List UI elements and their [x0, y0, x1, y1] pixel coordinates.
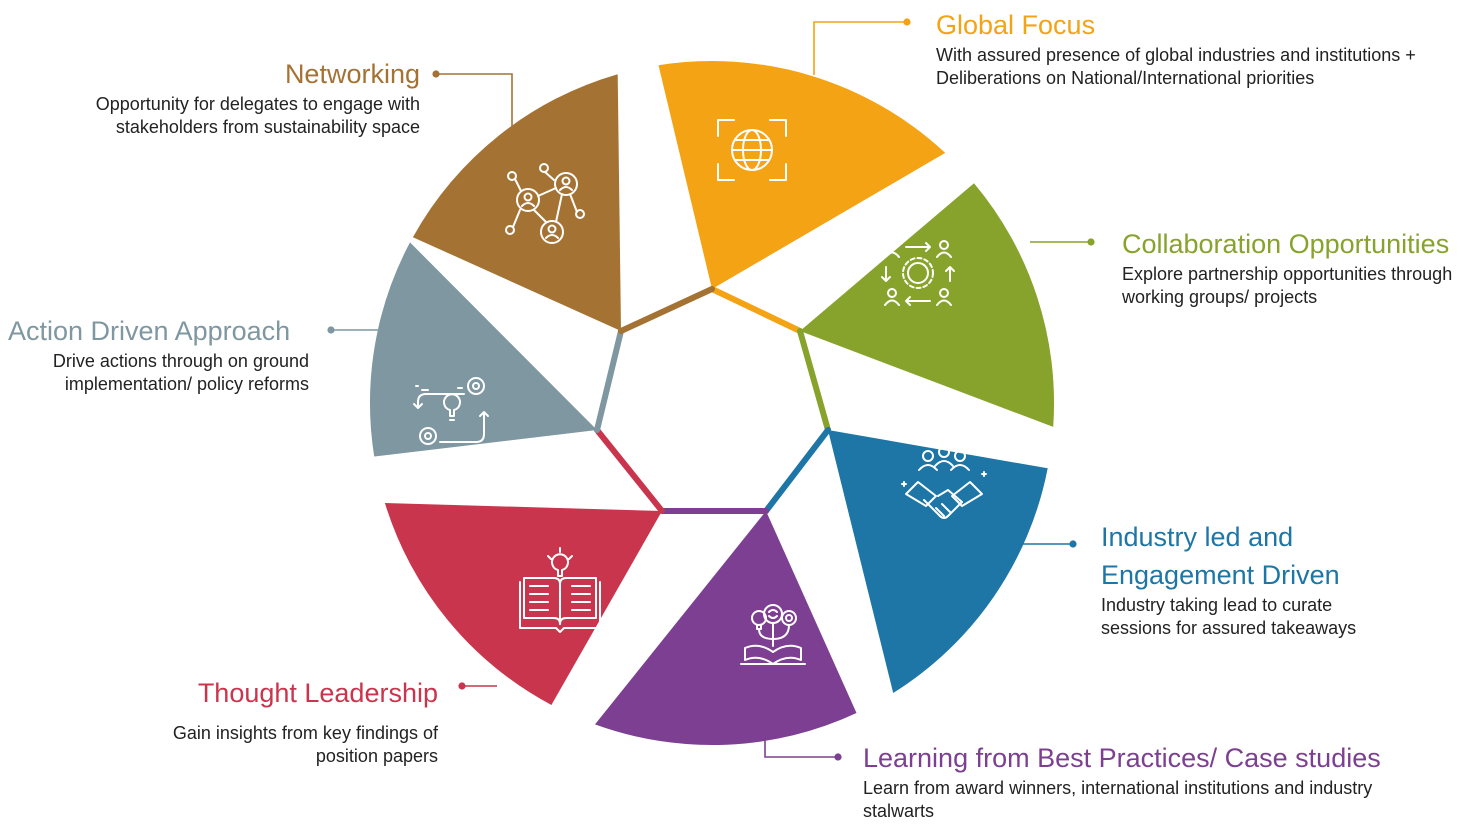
networking-rim-edge	[618, 286, 715, 334]
industry-label: Industry led and Engagement Driven Indus…	[1101, 518, 1401, 640]
collab-segment	[800, 183, 1055, 427]
learning-label: Learning from Best Practices/ Case studi…	[863, 739, 1383, 823]
learning-description: Learn from award winners, international …	[863, 778, 1373, 821]
global-segment	[658, 61, 946, 289]
global-leader-dot	[903, 18, 911, 26]
thought-leadership-description: Gain insights from key findings of posit…	[172, 723, 438, 766]
learning-title: Learning from Best Practices/ Case studi…	[863, 743, 1381, 773]
collaboration-title: Collaboration Opportunities	[1122, 229, 1450, 259]
thought-leadership-title: Thought Leadership	[197, 678, 438, 708]
networking-title: Networking	[284, 59, 420, 89]
industry-title-line1: Industry led and	[1101, 522, 1294, 552]
action-driven-title: Action Driven Approach	[8, 316, 291, 346]
global-focus-title: Global Focus	[936, 10, 1096, 40]
industry-segment	[828, 430, 1048, 693]
book-ideas-icon	[740, 604, 806, 665]
networking-label: Networking Opportunity for delegates to …	[40, 55, 420, 139]
learning-leader-line	[764, 734, 838, 758]
lightbulb-book-icon	[519, 547, 601, 633]
action-driven-label: Action Driven Approach Drive actions thr…	[8, 312, 318, 396]
collaboration-description: Explore partnership opportunities throug…	[1122, 264, 1453, 307]
collab-leader-dot	[1087, 238, 1095, 246]
networking-description: Opportunity for delegates to engage with…	[95, 94, 420, 137]
global-focus-label: Global Focus With assured presence of gl…	[936, 6, 1476, 90]
industry-leader-dot	[1069, 540, 1077, 548]
gears-cycle-icon	[413, 377, 489, 445]
action-driven-description: Drive actions through on ground implemen…	[52, 351, 309, 394]
thought-leadership-label: Thought Leadership Gain insights from ke…	[120, 674, 438, 768]
industry-rim-edge	[763, 427, 831, 514]
collab-rim-edge	[797, 328, 831, 433]
networking-leader-line	[436, 73, 513, 135]
learning-leader-dot	[834, 753, 842, 761]
action-segment	[369, 242, 597, 457]
collaboration-cycle-icon	[881, 240, 955, 306]
network-people-icon	[505, 163, 585, 244]
global-focus-description: With assured presence of global industri…	[936, 45, 1416, 88]
thought-rim-edge	[594, 427, 665, 514]
learning-segment	[595, 511, 857, 746]
industry-description: Industry taking lead to curate sessions …	[1101, 595, 1357, 638]
global-rim-edge	[709, 286, 803, 334]
global-leader-line	[813, 21, 907, 75]
globe-icon	[717, 119, 787, 181]
handshake-icon	[901, 446, 987, 519]
industry-title-line2: Engagement Driven	[1101, 560, 1340, 590]
thought-leader-dot	[458, 682, 466, 690]
action-leader-dot	[327, 326, 335, 334]
collaboration-label: Collaboration Opportunities Explore part…	[1122, 225, 1462, 309]
action-rim-edge	[594, 328, 624, 433]
networking-leader-dot	[432, 70, 440, 78]
